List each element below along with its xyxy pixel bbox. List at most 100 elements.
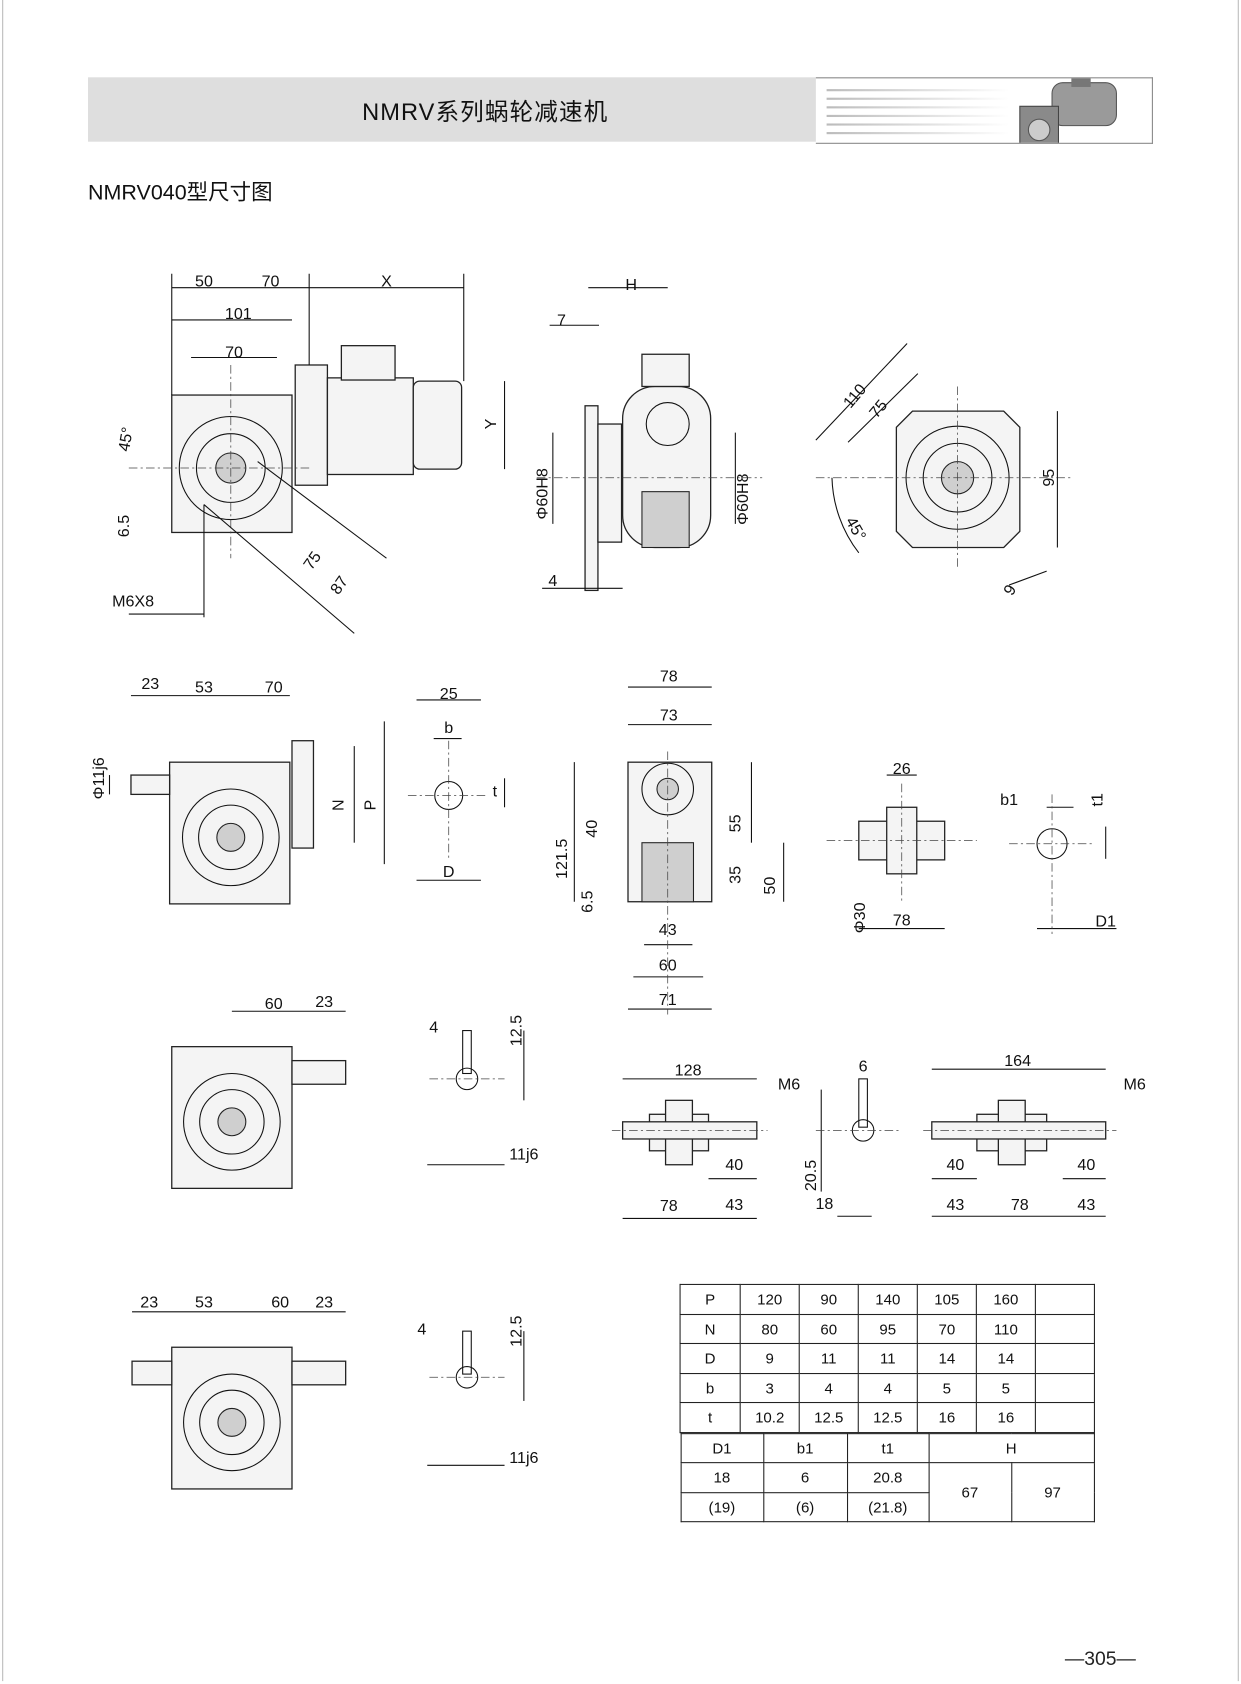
table-cell: 120 [739,1283,800,1315]
input-shaft-dimension-label: Φ11j6 [90,757,108,799]
table-cell: 4 [857,1372,918,1404]
column-header: b1 [762,1432,848,1464]
key-input-dimension-label: t [493,783,498,801]
table-cell: (19) [680,1491,764,1523]
column-header: t1 [846,1432,930,1464]
table-cell: 60 [798,1313,859,1345]
row-header: P [679,1283,741,1315]
key-out-shaft-dimension-label: 20.5 [802,1160,820,1191]
column-header: H [928,1432,1095,1464]
table-cell: 14 [975,1342,1036,1374]
hollow-shaft-dimension-label: 78 [893,911,911,929]
table-cell: 14 [916,1342,977,1374]
table-row: (19)(6)(21.8) [680,1491,1094,1523]
table-cell: 90 [798,1283,859,1315]
hollow-shaft-dimension-label: 26 [893,760,911,778]
key-single-dimension-label: 4 [429,1019,438,1037]
table-cell: 95 [857,1313,918,1345]
shaft-double-out-dimension-label: M6 [1124,1076,1146,1094]
shaft-single-out-dimension-label: 40 [725,1156,743,1174]
h-value-cell: 67 [928,1462,1012,1523]
shaft-double-out-view [923,1068,1117,1217]
h-value-cell: 97 [1010,1462,1095,1523]
double-input-dimension-label: 23 [140,1294,158,1312]
table-cell [1034,1283,1095,1315]
table-cell: 5 [975,1372,1036,1404]
side-view-dimension-label: 55 [727,814,745,832]
key-double-view [427,1330,525,1466]
side-view-dimension-label: 121.5 [553,839,571,879]
single-shaft-view [171,1010,347,1190]
key-double-dimension-label: 11j6 [509,1449,538,1467]
single-shaft-dimension-label: 23 [315,993,333,1011]
motor-front-dimension-label: 6.5 [115,515,133,537]
table-cell: 70 [916,1313,977,1345]
double-input-dimension-label: 53 [195,1294,213,1312]
side-view [573,686,785,1015]
shaft-double-out-dimension-label: 43 [946,1196,964,1214]
flange-dimension-label: 110 [840,380,870,411]
table-cell: 4 [798,1372,859,1404]
table-cell [1034,1313,1095,1345]
side-view-dimension-label: 50 [761,877,779,895]
table-cell: (6) [762,1491,848,1523]
key-input-dimension-label: D [443,863,455,881]
motor-front-dimension-label: 70 [225,343,243,361]
input-shaft-dimension-label: 23 [141,675,159,693]
motor-front-dimension-label: Y [482,418,500,429]
motor-front-dimension-label: 101 [225,305,252,323]
key-out-shaft-dimension-label: 18 [815,1195,833,1213]
flange-dimension-label: 95 [1040,469,1058,487]
input-shaft-dimension-label: 70 [265,678,283,696]
key-output-dimension-label: D1 [1095,912,1116,930]
key-output-dimension-label: t1 [1088,793,1106,806]
motor-front-dimension-label: 87 [327,573,352,598]
table-cell: 16 [916,1402,977,1433]
table-cell: 11 [798,1342,859,1374]
shaft-double-out-dimension-label: 164 [1004,1052,1031,1070]
input-shaft-dimension-label: 53 [195,678,213,696]
motor-front-dimension-label: 75 [300,548,325,573]
row-header: t [679,1402,741,1433]
table-cell: 11 [857,1342,918,1374]
table-cell [1034,1342,1095,1374]
hollow-shaft-view [826,774,977,930]
table-cell: 9 [739,1342,800,1374]
motor-side-dimension-label: H [625,276,637,294]
shaft-double-out-dimension-label: 40 [946,1156,964,1174]
shaft-single-out-dimension-label: 128 [675,1062,702,1080]
table-cell: 5 [916,1372,977,1404]
motor-side-dimension-label: 7 [557,311,566,329]
side-view-dimension-label: 71 [659,991,677,1009]
input-shaft-view [108,695,385,905]
motor-side-view [536,287,763,592]
motor-side-dimension-label: 4 [548,572,557,590]
shaft-single-out-dimension-label: M6 [778,1076,800,1094]
side-view-dimension-label: 40 [583,820,601,838]
table-cell: 105 [916,1283,977,1315]
row-header: N [679,1313,741,1345]
table-cell: 10.2 [739,1402,800,1433]
shaft-single-out-dimension-label: 43 [725,1196,743,1214]
table-cell [1034,1372,1095,1404]
motor-front-view [128,273,506,634]
key-single-dimension-label: 11j6 [509,1145,538,1163]
key-single-view [427,1030,525,1166]
key-single-dimension-label: 12.5 [508,1015,526,1046]
table-cell: 110 [975,1313,1036,1345]
table-cell: 18 [680,1462,764,1493]
motor-front-dimension-label: 45° [115,426,137,453]
key-output-dimension-label: b1 [1000,791,1018,809]
side-view-dimension-label: 6.5 [579,891,597,913]
table-cell: 20.8 [846,1462,930,1493]
side-view-dimension-label: 73 [660,706,678,724]
table-cell: 12.5 [857,1402,918,1433]
